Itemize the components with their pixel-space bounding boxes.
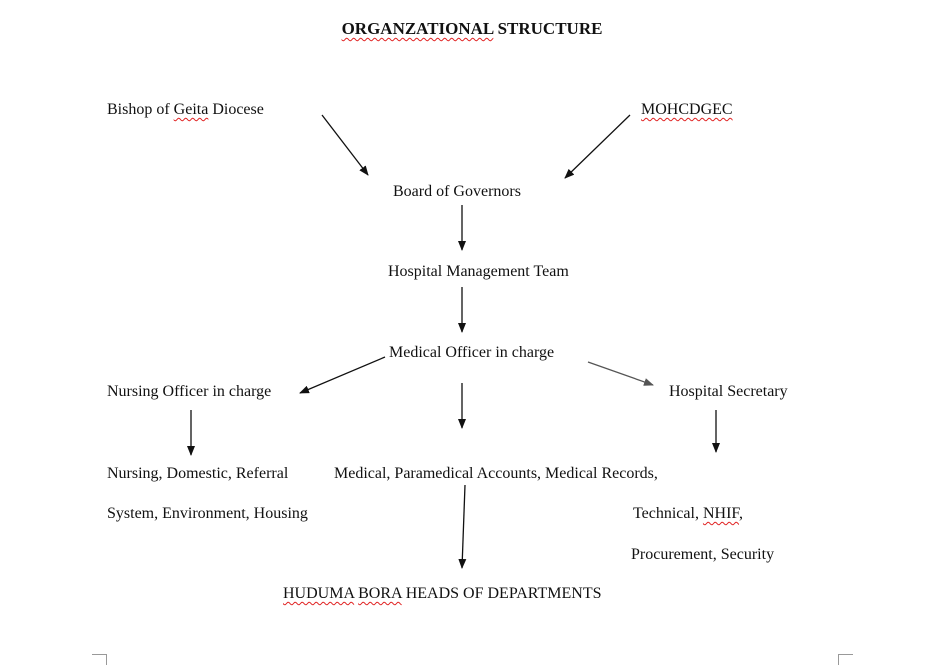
node-heads: HUDUMA BORA HEADS OF DEPARTMENTS: [283, 584, 602, 604]
node-bishop: Bishop of Geita Diocese: [107, 100, 264, 120]
page-corner-mark: [92, 654, 107, 665]
arrow-medical-nursing: [299, 356, 386, 394]
secretary-depts-line3: Procurement, Security: [631, 546, 775, 563]
nursing-depts-line1: Nursing, Domestic, Referral: [107, 465, 289, 482]
arrow-to-heads: [458, 484, 467, 569]
nursing-depts-line2: System, Environment, Housing: [107, 505, 308, 522]
arrow-bishop-board: [321, 114, 369, 176]
text: NHIF: [702, 505, 740, 522]
title-word: STRUCTURE: [497, 19, 603, 38]
text: Geita: [173, 101, 209, 118]
medical-depts: Medical, Paramedical Accounts, Medical R…: [334, 465, 658, 482]
secretary-depts-line2: Technical, NHIF,: [633, 504, 743, 524]
text: Diocese: [208, 101, 264, 118]
node-board: Board of Governors: [393, 183, 521, 200]
page-corner-mark: [838, 654, 853, 665]
arrow-ministry-board: [564, 114, 631, 179]
text: HUDUMA: [283, 585, 355, 602]
text: ,: [739, 505, 744, 522]
node-nursing-officer: Nursing Officer in charge: [107, 383, 272, 400]
text: Technical,: [633, 505, 703, 522]
title-word: ORGANZATIONAL: [341, 19, 494, 38]
node-medical-officer: Medical Officer in charge: [389, 344, 555, 361]
text: HEADS OF DEPARTMENTS: [401, 585, 602, 602]
text: Bishop of: [107, 101, 174, 118]
node-secretary: Hospital Secretary: [669, 383, 788, 400]
arrow-medical-secretary: [587, 361, 654, 386]
node-management: Hospital Management Team: [388, 263, 569, 280]
text: BORA: [358, 585, 402, 602]
page-title: ORGANZATIONAL STRUCTURE: [0, 19, 944, 39]
node-ministry: MOHCDGEC: [641, 101, 733, 118]
